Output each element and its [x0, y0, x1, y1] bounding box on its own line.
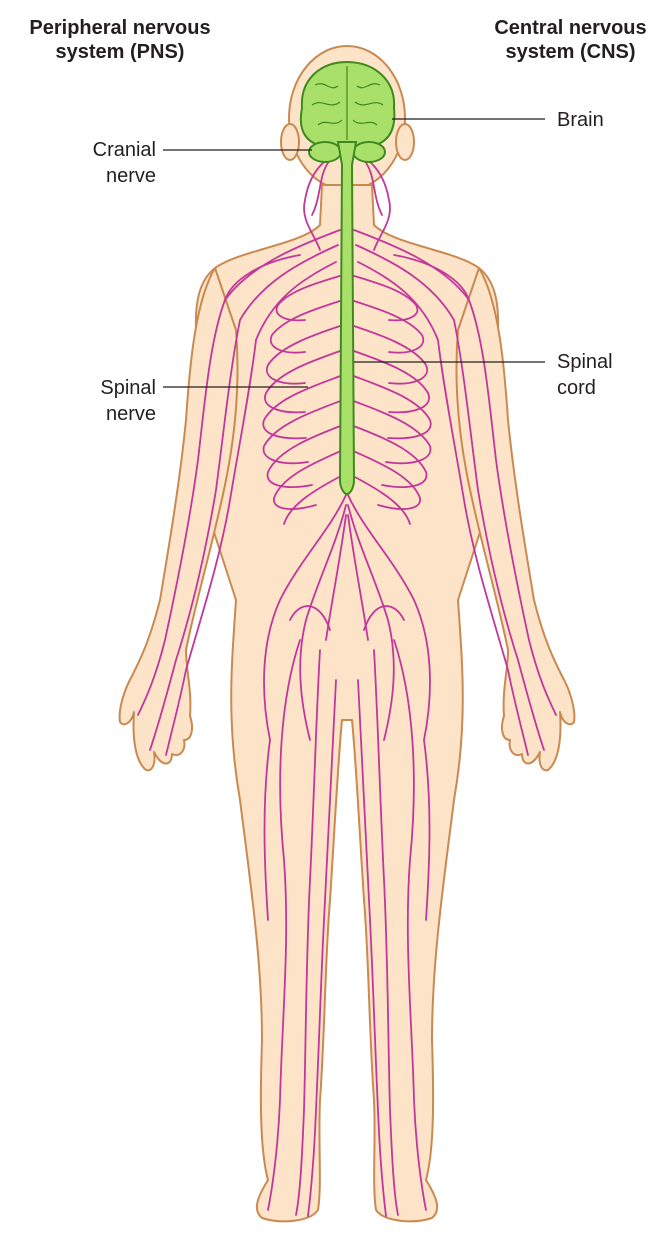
cns-heading-line2: system (CNS) — [505, 41, 636, 63]
brachial-right-4 — [393, 254, 470, 301]
spinal-nerve-right-4 — [350, 349, 430, 414]
spinal-nerve-left-5 — [262, 374, 344, 440]
sciatic-right — [393, 639, 427, 1211]
brachial-left-4 — [224, 254, 301, 301]
pns-heading-line1: Peripheral nervous — [29, 17, 211, 39]
spinal-nerve-label-line1: Spinal — [100, 377, 156, 399]
right-ear — [395, 123, 415, 161]
femoral-right — [373, 649, 399, 1216]
spinal-nerve-left-3 — [265, 324, 344, 385]
body-silhouette — [118, 45, 576, 1223]
sciatic-left — [267, 639, 301, 1211]
spinal-nerve-left-4 — [264, 349, 344, 414]
spinal-nerve-right-7 — [350, 424, 428, 488]
cns-heading: Central nervous system (CNS) — [478, 16, 663, 64]
saphenous-left — [307, 679, 337, 1217]
spinal-cord-label-line2: cord — [557, 377, 596, 399]
brachial-right-2 — [355, 244, 545, 751]
pns-heading-line2: system (PNS) — [55, 41, 185, 63]
spinal-nerve-right-2 — [350, 299, 425, 354]
torso-and-legs — [194, 184, 500, 1223]
cerebellum-left — [308, 141, 342, 163]
brain-gyri — [311, 66, 384, 140]
right-arm — [455, 267, 576, 772]
brachial-right-1 — [353, 229, 557, 716]
lumbar-left-1 — [263, 494, 347, 741]
spinal-nerve-left-9 — [283, 474, 344, 525]
spinal-nerve-right-9 — [350, 474, 411, 525]
left-ear — [280, 123, 300, 161]
lumbar-right-1 — [347, 494, 431, 741]
cranial-nerve-label-line2: nerve — [105, 165, 156, 187]
left-arm — [118, 267, 239, 772]
brachial-left-1 — [137, 229, 341, 716]
brain-label: Brain — [557, 107, 604, 133]
cerebellum-right — [352, 141, 386, 163]
spinal-nerve-label-line2: nerve — [105, 403, 156, 425]
spinal-cord — [336, 141, 358, 496]
peripheral-nerves — [137, 149, 557, 1217]
pelvic-loop-left — [289, 605, 331, 631]
spinal-nerve-right-3 — [350, 324, 429, 385]
brain-label-line1: Brain — [557, 109, 604, 131]
pelvic-loop-right — [363, 605, 405, 631]
leader-lines — [163, 118, 545, 388]
spinal-nerve-right-5 — [350, 374, 432, 440]
femoral-left — [295, 649, 321, 1216]
brachial-left-2 — [149, 244, 339, 751]
spinal-nerve-left-7 — [266, 424, 344, 488]
cranial-branch-right — [363, 159, 383, 216]
spinal-nerve-right-6 — [350, 399, 432, 465]
cranial-nerve-label: Cranial nerve — [84, 137, 156, 189]
cranial-branch-left — [311, 159, 331, 216]
brachial-left-3 — [165, 261, 337, 756]
spinal-cord-label: Spinal cord — [557, 349, 613, 401]
spinal-nerve-label: Spinal nerve — [88, 375, 156, 427]
leg-branch-left-1 — [263, 739, 271, 921]
central-nervous-system — [299, 60, 396, 496]
saphenous-right — [357, 679, 387, 1217]
pns-heading: Peripheral nervous system (PNS) — [0, 16, 240, 64]
spinal-nerve-right-1 — [350, 274, 419, 322]
brachial-right-3 — [357, 261, 529, 756]
spinal-nerve-left-6 — [262, 399, 344, 465]
cranial-nerve-label-line1: Cranial — [92, 139, 156, 161]
spinal-nerve-left-1 — [275, 274, 344, 322]
leg-branch-right-1 — [423, 739, 431, 921]
spinal-nerve-left-2 — [269, 299, 344, 354]
lumbar-right-2 — [347, 504, 395, 741]
lumbar-left-2 — [299, 504, 347, 741]
cns-heading-line1: Central nervous — [494, 17, 647, 39]
spinal-cord-label-line1: Spinal — [557, 351, 613, 373]
